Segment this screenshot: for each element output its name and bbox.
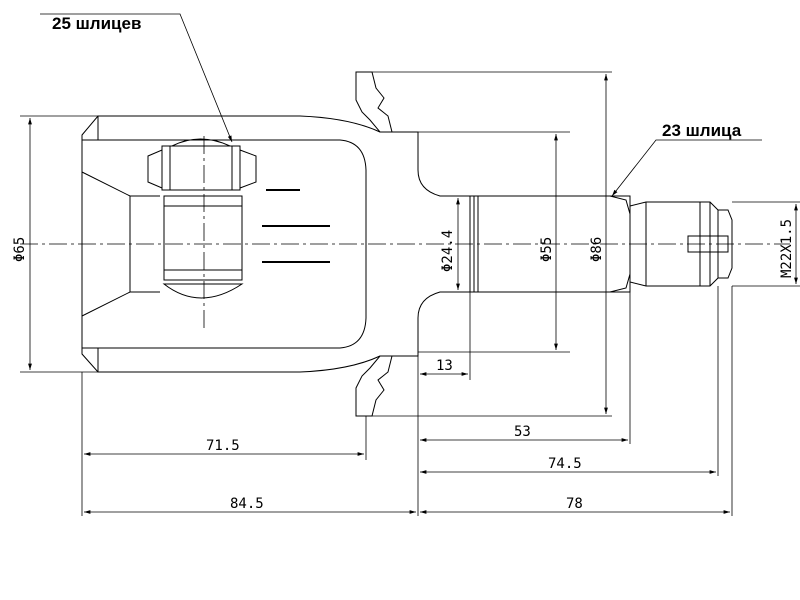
dim-d24-4: Φ24.4 (440, 230, 456, 272)
callout-25-splines: 25 шлицев (52, 14, 141, 33)
dim-13: 13 (436, 358, 453, 374)
dim-d65: Φ65 (12, 237, 28, 262)
dim-d86: Φ86 (589, 237, 605, 262)
dim-71-5: 71.5 (206, 438, 240, 454)
flange (355, 71, 393, 417)
dimension-lines (20, 13, 800, 516)
shaft (469, 195, 733, 293)
dim-78: 78 (566, 496, 583, 512)
dim-thread: M22X1.5 (779, 219, 795, 278)
dim-d55: Φ55 (539, 237, 555, 262)
callout-23-splines: 23 шлица (662, 121, 742, 140)
dim-74-5: 74.5 (548, 456, 582, 472)
dim-84-5: 84.5 (230, 496, 264, 512)
tripod-bearing (147, 136, 330, 330)
housing (81, 115, 471, 373)
dim-53: 53 (514, 424, 531, 440)
